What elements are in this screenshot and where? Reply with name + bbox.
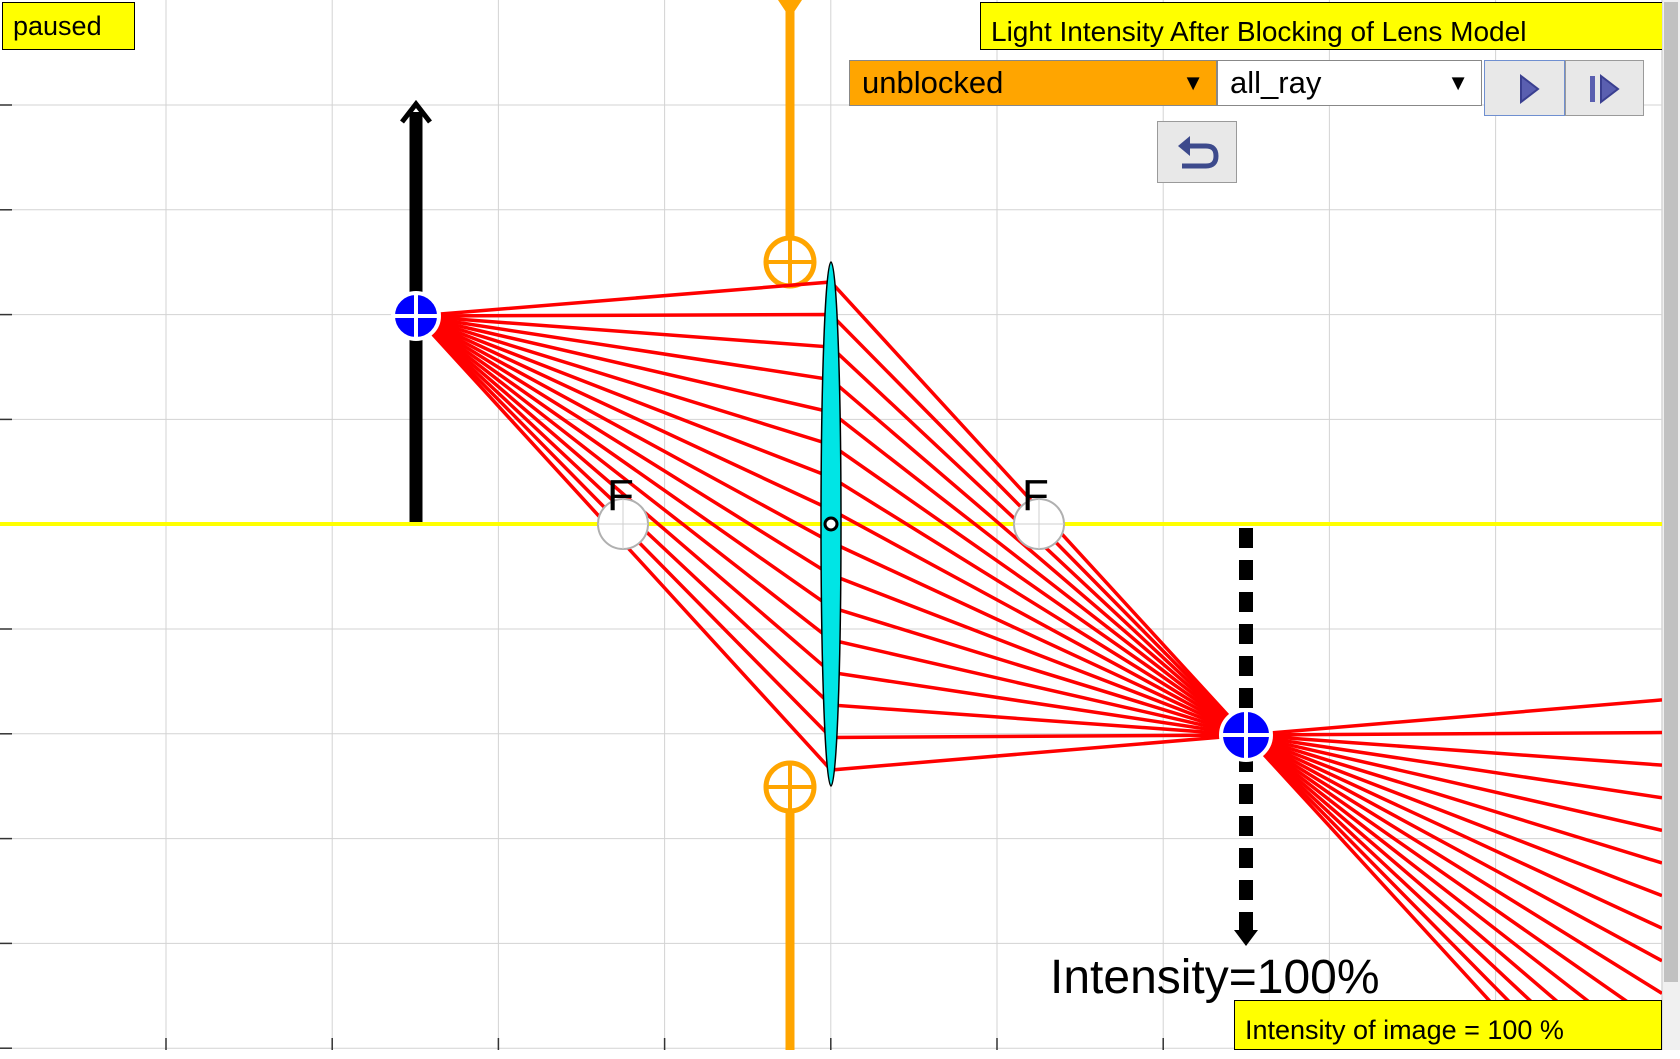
ray-mode-value: all_ray	[1230, 65, 1322, 100]
object-handle-icon[interactable]	[391, 291, 441, 341]
play-icon	[1520, 73, 1540, 105]
chevron-down-icon: ▼	[1182, 70, 1204, 95]
play-button[interactable]	[1484, 60, 1565, 116]
ray-mode-select[interactable]: all_ray ▼	[1217, 60, 1482, 106]
top-blocker[interactable]	[778, 0, 802, 240]
focal-point-left-icon[interactable]	[597, 498, 649, 550]
lens-center-point	[823, 516, 839, 532]
page-title: Light Intensity After Blocking of Lens M…	[980, 2, 1664, 50]
light-ray	[414, 314, 1663, 865]
light-ray	[415, 280, 1536, 1052]
intensity-label: Intensity=100%	[1050, 951, 1380, 1004]
light-ray	[415, 314, 1652, 1052]
light-ray	[415, 314, 1664, 1028]
light-ray	[414, 314, 1663, 800]
light-ray	[415, 314, 1615, 1052]
bottom-blocker-handle-icon[interactable]	[763, 760, 817, 814]
light-ray	[415, 314, 1663, 995]
light-rays	[414, 280, 1664, 1052]
reset-icon	[1178, 136, 1219, 169]
top-blocker-handle-icon[interactable]	[763, 235, 817, 289]
chevron-down-icon: ▼	[1447, 70, 1469, 95]
focal-point-right-icon[interactable]	[1013, 498, 1065, 550]
image-handle-icon	[1219, 708, 1273, 762]
status-label: paused	[2, 2, 135, 50]
light-ray	[415, 312, 1559, 1052]
light-ray	[414, 314, 1663, 833]
step-forward-button[interactable]	[1565, 60, 1644, 116]
block-mode-select[interactable]: unblocked ▼	[849, 60, 1217, 106]
focal-label-right: F	[1022, 471, 1049, 520]
light-ray	[415, 314, 1663, 930]
block-mode-value: unblocked	[862, 65, 1004, 100]
scrollbar-thumb[interactable]	[1664, 2, 1678, 982]
light-ray	[415, 314, 1663, 963]
focal-label-left: F	[607, 471, 634, 520]
step-forward-icon	[1590, 73, 1620, 105]
reset-button[interactable]	[1157, 121, 1237, 183]
light-ray	[415, 314, 1663, 898]
image-intensity-label: Intensity of image = 100 %	[1234, 1000, 1662, 1050]
